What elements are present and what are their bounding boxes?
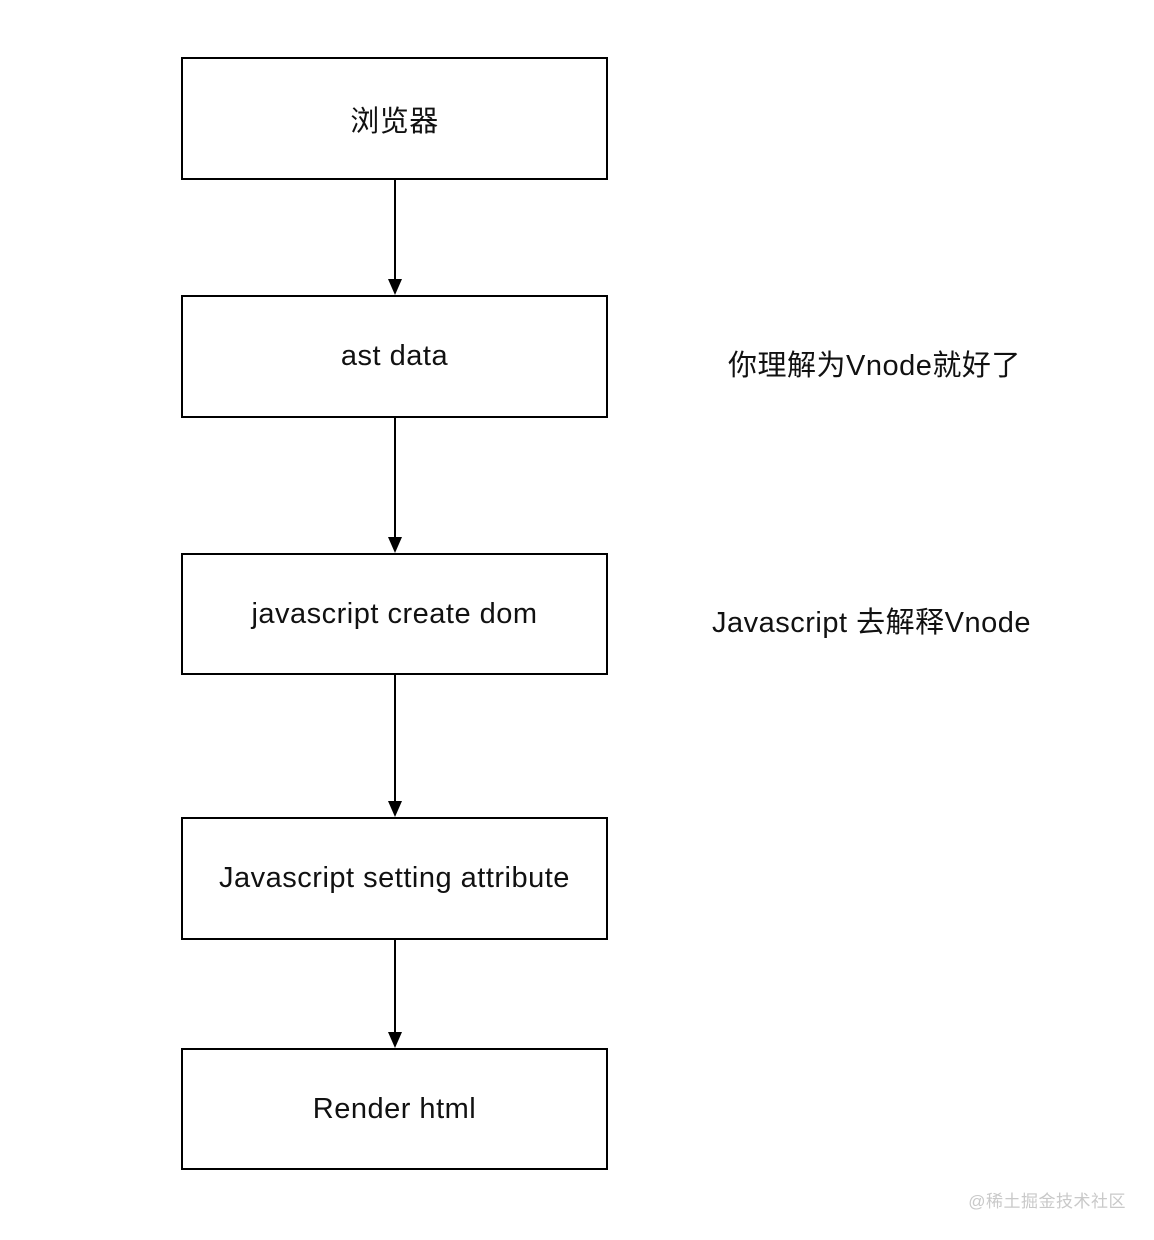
arrowhead-down-icon [388,1032,402,1048]
flow-node-browser: 浏览器 [181,57,608,180]
arrowhead-down-icon [388,279,402,295]
flow-node-ast-data: ast data [181,295,608,418]
watermark: @稀土掘金技术社区 [968,1192,1126,1211]
annotation-vnode-hint: 你理解为Vnode就好了 [728,350,1021,382]
flow-node-label: 浏览器 [350,105,439,138]
flow-node-label: javascript create dom [251,597,538,630]
flow-arrow-4 [388,940,402,1048]
flow-arrow-2 [388,418,402,553]
flow-arrow-1 [388,180,402,295]
arrowhead-down-icon [388,801,402,817]
flow-node-label: ast data [340,340,449,372]
flow-node-js-create-dom: javascript create dom [181,553,608,675]
flow-node-render-html: Render html [181,1048,608,1170]
flow-node-label: Javascript setting attribute [219,862,570,894]
annotation-js-interpret-vnode: Javascript 去解释Vnode [712,607,1031,639]
flow-node-label: Render html [312,1092,477,1125]
flow-arrow-3 [388,675,402,817]
flow-node-js-setting-attribute: Javascript setting attribute [181,817,608,940]
arrowhead-down-icon [388,537,402,553]
